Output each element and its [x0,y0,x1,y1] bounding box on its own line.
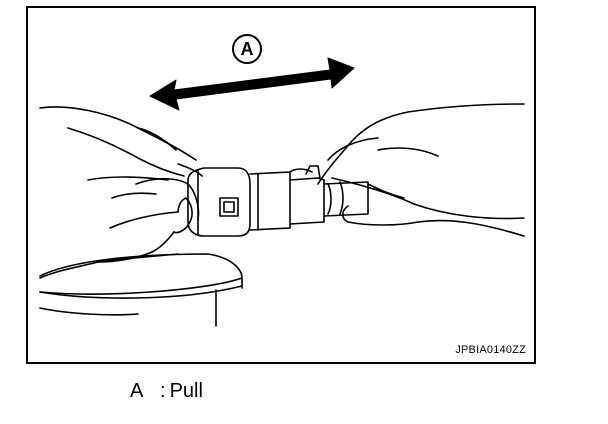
callout-label: A [240,38,254,59]
base-cylinder [39,253,243,327]
legend-separator: : [160,379,166,402]
figure-frame: A JPBIA0140ZZ [26,6,536,364]
figure-id: JPBIA0140ZZ [455,344,526,356]
legend-key: A [130,379,144,402]
illustration [39,57,525,327]
callout-marker: A [232,34,262,64]
left-hand [39,106,203,279]
right-hand [317,103,525,237]
double-headed-arrow-icon [149,57,355,111]
quick-connector [187,165,369,237]
legend: A : Pull [130,378,203,404]
legend-text: Pull [169,379,203,402]
